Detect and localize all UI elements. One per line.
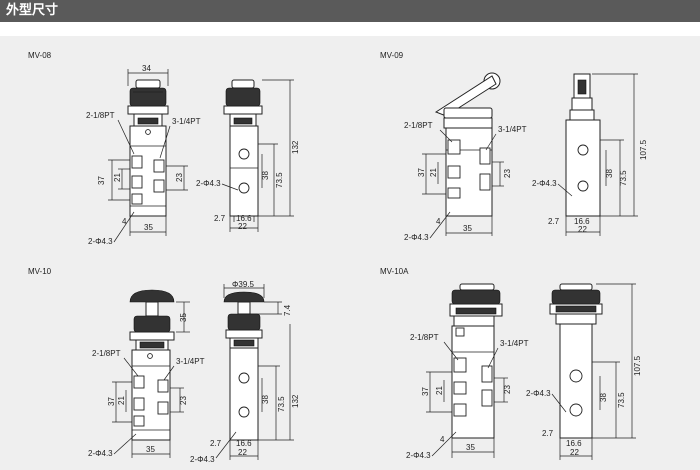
hole-label-front: 2-Φ4.3 [406,451,431,460]
dim-35: 35 [146,445,155,454]
hole-label-side: 2-Φ4.3 [526,389,551,398]
front-view: 2-1/8PT 3-1/4PT 37 21 23 4 35 2-Φ4.3 [404,72,527,242]
model-mv08: MV-08 34 2-1/8PT [28,51,300,246]
front-view: 2-1/8PT 3-1/4PT 37 21 23 4 35 2-Φ4.3 [406,283,529,460]
dim-35-head: 35 [179,313,188,322]
dim-21: 21 [435,386,444,395]
port-label-out: 3-1/4PT [498,125,527,134]
front-view: 35 2-1/8PT 3-1/4PT 37 21 [88,289,205,458]
dim-16-6: 16.6 [574,217,590,226]
side-view: 132 73.5 38 2-Φ4.3 2.7 16.6 22 [196,79,300,232]
dim-38: 38 [261,395,270,404]
dim-37: 37 [421,387,430,396]
hole-label-side: 2-Φ4.3 [196,179,221,188]
dim-38: 38 [599,393,608,402]
dimension-drawing: MV-08 34 2-1/8PT [28,51,648,464]
dim-132: 132 [291,140,300,154]
dim-16-6: 16.6 [566,439,582,448]
port-label-out: 3-1/4PT [500,339,529,348]
dim-37: 37 [97,176,106,185]
dim-38: 38 [605,169,614,178]
hole-label-front: 2-Φ4.3 [88,449,113,458]
model-label: MV-08 [28,51,52,60]
dim-23: 23 [503,169,512,178]
dim-132: 132 [291,394,300,408]
dim-73-5: 73.5 [275,172,284,188]
side-view: Φ39.5 7.4 132 73.5 38 [190,280,300,464]
dim-38: 38 [261,171,270,180]
model-mv10: MV-10 35 2-1/8PT 3-1/4 [28,267,300,464]
hole-label-side: 2-Φ4.3 [532,179,557,188]
dim-7-4: 7.4 [283,304,292,316]
model-label: MV-10A [380,267,409,276]
dim-21: 21 [117,396,126,405]
dim-73-5: 73.5 [277,396,286,412]
side-view: 107.5 73.5 38 2-Φ4.3 2.7 16.6 22 [526,283,642,460]
port-label-in: 2-1/8PT [86,111,115,120]
port-label-out: 3-1/4PT [176,357,205,366]
port-label-out: 3-1/4PT [172,117,201,126]
dim-16-6: 16.6 [236,214,252,223]
dim-35: 35 [463,224,472,233]
dim-34: 34 [142,64,151,73]
dim-4: 4 [440,435,445,444]
dim-37: 37 [107,397,116,406]
dim-22: 22 [238,222,247,231]
dim-22: 22 [570,448,579,457]
port-label-in: 2-1/8PT [404,121,433,130]
dim-35: 35 [466,443,475,452]
dim-4: 4 [436,217,441,226]
hole-label-front: 2-Φ4.3 [404,233,429,242]
dim-73-5: 73.5 [619,170,628,186]
hole-label-front: 2-Φ4.3 [88,237,113,246]
dim-2-7: 2.7 [210,439,222,448]
dim-22: 22 [578,225,587,234]
dim-22: 22 [238,448,247,457]
port-label-in: 2-1/8PT [410,333,439,342]
hole-label-side: 2-Φ4.3 [190,455,215,464]
dim-2-7: 2.7 [542,429,554,438]
dim-21: 21 [113,173,122,182]
model-label: MV-10 [28,267,52,276]
dim-23: 23 [179,396,188,405]
dim-23: 23 [503,385,512,394]
dim-107-5: 107.5 [633,355,642,376]
dim-4: 4 [122,217,127,226]
section-header: 外型尺寸 [0,0,700,22]
dim-16-6: 16.6 [236,439,252,448]
header-gap [0,22,700,36]
side-view: 107.5 73.5 38 2-Φ4.3 2.7 16.6 22 [532,73,648,236]
port-label-in: 2-1/8PT [92,349,121,358]
dim-2-7: 2.7 [548,217,560,226]
model-mv09: MV-09 2-1/8PT 3-1/4PT 37 [380,51,648,242]
dimension-drawing-panel: MV-08 34 2-1/8PT [0,36,700,470]
dim-21: 21 [429,168,438,177]
dim-73-5: 73.5 [617,392,626,408]
section-title: 外型尺寸 [6,3,59,18]
dim-d39-5: Φ39.5 [232,280,255,289]
front-view: 34 2-1/8PT 3-1/4PT [86,64,201,246]
dim-23: 23 [175,173,184,182]
model-mv10a: MV-10A 2-1/8PT 3-1/4PT 37 21 [380,267,642,460]
dim-107-5: 107.5 [639,139,648,160]
dim-37: 37 [417,168,426,177]
dim-35: 35 [144,223,153,232]
model-label: MV-09 [380,51,404,60]
dim-2-7: 2.7 [214,214,226,223]
